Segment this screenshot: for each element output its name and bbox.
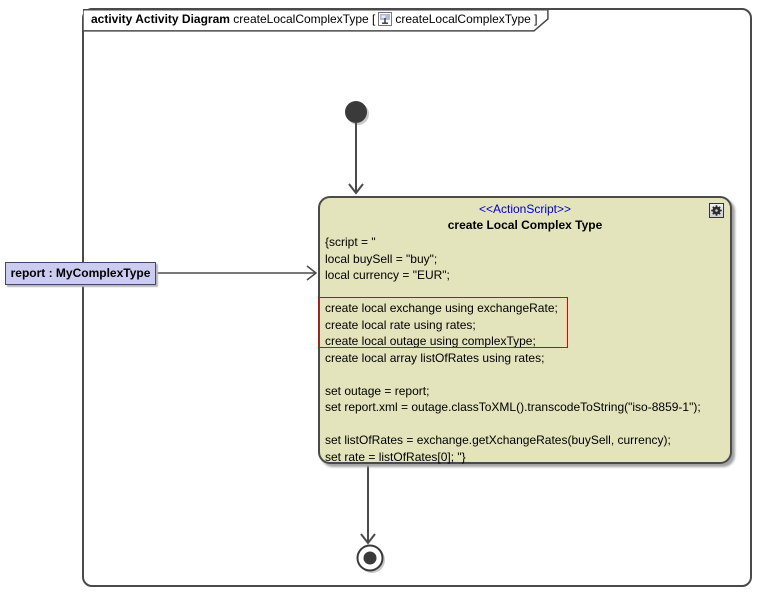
frame-title: activity Activity Diagram createLocalCom… [91, 9, 537, 30]
script-line: create local exchange using exchangeRate… [325, 301, 558, 315]
edge-report-to-action[interactable] [157, 265, 318, 281]
initial-node[interactable] [345, 101, 367, 123]
frame-title-prefix: activity Activity Diagram [91, 12, 230, 26]
script-line: {script = " [325, 235, 376, 249]
script-line: set report.xml = outage.classToXML().tra… [325, 400, 701, 414]
script-line: create local outage using complexType; [325, 334, 536, 348]
script-highlight-box [318, 297, 568, 348]
script-line: create local array listOfRates using rat… [325, 350, 545, 365]
script-line [325, 416, 730, 433]
gear-icon [709, 203, 724, 218]
frame-title-context-name: createLocalComplexType [395, 12, 531, 26]
action-script-body: {script = " local buySell = "buy"; local… [320, 234, 730, 465]
frame-title-close-bracket: ] [534, 12, 538, 26]
action-stereotype: <<ActionScript>> [478, 202, 572, 216]
frame-title-open-bracket: [ [372, 12, 376, 26]
object-node-report[interactable]: report : MyComplexType [5, 262, 156, 285]
frame-tab-outline [83, 9, 549, 32]
script-line: set listOfRates = exchange.getXchangeRat… [325, 433, 671, 447]
script-line: set rate = listOfRates[0]; "} [325, 449, 466, 464]
frame-title-diagram-name: createLocalComplexType [233, 12, 369, 26]
script-line: set outage = report; [325, 383, 430, 398]
script-line [325, 366, 730, 383]
action-node-create-local-complex-type[interactable]: <<ActionScript>> create Local Complex Ty… [318, 196, 732, 464]
script-line: local buySell = "buy"; [325, 251, 438, 266]
edge-initial-to-action[interactable] [348, 123, 364, 195]
frame-title-tab[interactable]: activity Activity Diagram createLocalCom… [83, 9, 549, 32]
activity-final-node[interactable] [356, 544, 384, 572]
edge-action-to-final[interactable] [360, 465, 376, 545]
script-line: create local rate using rates; [325, 317, 476, 332]
action-name: create Local Complex Type [447, 218, 603, 232]
script-line: local currency = "EUR"; [325, 268, 450, 282]
activity-diagram-icon [378, 12, 393, 26]
